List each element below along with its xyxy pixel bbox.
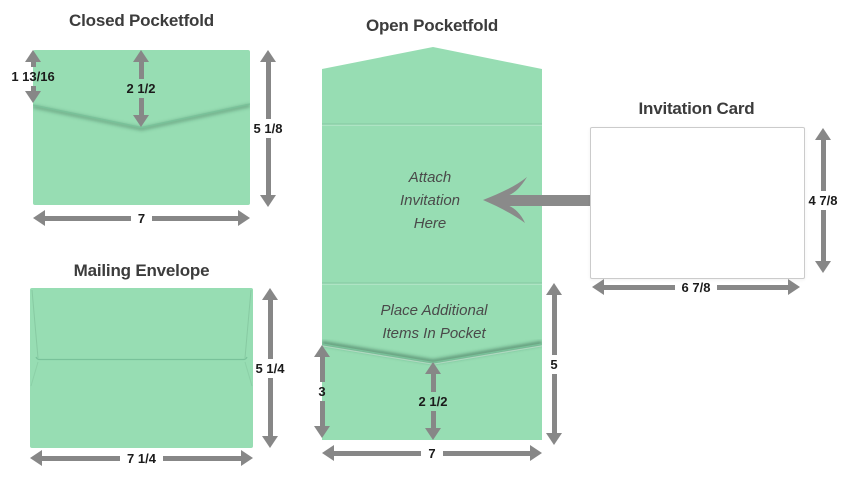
arrowhead-left-icon xyxy=(33,210,45,226)
arrowhead-down-icon xyxy=(546,433,562,445)
envelope-side-crease-right xyxy=(244,361,253,387)
dimension-label: 3 xyxy=(318,384,326,399)
arrowhead-up-icon xyxy=(314,345,330,357)
envelope-paper xyxy=(30,288,253,448)
arrowhead-up-icon xyxy=(133,50,149,62)
arrowhead-down-icon xyxy=(25,91,41,103)
closed-pocketfold-title: Closed Pocketfold xyxy=(69,11,214,30)
pocket-items-note: Place Additional Items In Pocket xyxy=(380,302,488,342)
dimension-label: 7 1/4 xyxy=(127,450,156,466)
dimension-arrow-closed-height: 5 1/8 xyxy=(254,50,282,207)
dimension-arrow-pocket-left-height: 3 xyxy=(311,345,333,438)
dimension-arrow-pocket-center-height: 2 1/2 xyxy=(419,362,447,440)
arrowhead-down-icon xyxy=(314,426,330,438)
arrowhead-down-icon xyxy=(425,428,441,440)
open-pocketfold-title: Open Pocketfold xyxy=(365,16,499,35)
dimension-arrow-card-width: 6 7/8 xyxy=(592,278,801,296)
mailing-envelope-title: Mailing Envelope xyxy=(73,261,210,280)
arrowhead-left-icon xyxy=(592,279,604,295)
closed-flap-shadow xyxy=(33,103,250,131)
open-pocketfold-shape xyxy=(322,47,542,440)
dimension-arrow-closed-flap-depth: 2 1/2 xyxy=(127,50,155,127)
arrowhead-right-icon xyxy=(241,450,254,466)
arrowhead-down-icon xyxy=(815,261,831,273)
envelope-flap-crease-right xyxy=(244,289,252,359)
dimension-label: 5 xyxy=(550,356,558,372)
arrowhead-up-icon xyxy=(260,50,276,62)
dimension-label: 7 xyxy=(137,210,146,226)
dimension-label: 2 1/2 xyxy=(418,393,448,409)
dimension-label: 5 1/4 xyxy=(255,360,285,376)
arrowhead-down-icon xyxy=(260,195,276,207)
attach-invitation-note: Attach Invitation Here xyxy=(399,169,461,232)
dimension-arrow-card-height: 4 7/8 xyxy=(809,128,837,273)
dimension-label: 7 xyxy=(428,445,436,461)
invitation-card-shape xyxy=(590,127,805,279)
arrowhead-down-icon xyxy=(133,115,149,127)
arrowhead-down-icon xyxy=(262,436,278,448)
dimension-label: 1 13/16 xyxy=(11,69,55,84)
envelope-fold-line xyxy=(35,356,248,361)
invitation-card-title: Invitation Card xyxy=(638,99,755,118)
attach-arrow-icon xyxy=(483,177,592,223)
arrowhead-right-icon xyxy=(788,279,801,295)
dimension-label: 2 1/2 xyxy=(126,81,156,96)
pocket-flap-shadow xyxy=(322,340,542,364)
arrowhead-right-icon xyxy=(530,445,543,461)
dimension-arrow-panel-height: 5 xyxy=(543,283,565,445)
arrowhead-left-icon xyxy=(322,445,334,461)
dimension-arrow-open-width: 7 xyxy=(322,444,543,462)
open-pocketfold-paper xyxy=(322,47,542,440)
arrowhead-up-icon xyxy=(815,128,831,140)
envelope-side-crease-left xyxy=(30,361,39,387)
dimension-arrow-envelope-width: 7 1/4 xyxy=(30,449,254,467)
closed-pocketfold-shape xyxy=(33,50,250,205)
dimension-label: 4 7/8 xyxy=(808,193,838,208)
mailing-envelope-shape xyxy=(30,288,253,448)
arrowhead-up-icon xyxy=(262,288,278,300)
dimension-arrow-envelope-height: 5 1/4 xyxy=(256,288,284,448)
dimension-arrow-closed-width: 7 xyxy=(33,209,251,227)
arrowhead-up-icon xyxy=(25,50,41,62)
closed-flap-fold-line xyxy=(33,103,250,129)
arrowhead-up-icon xyxy=(425,362,441,374)
envelope-flap-crease-left xyxy=(31,289,39,359)
dimension-label: 5 1/8 xyxy=(253,121,283,136)
arrowhead-left-icon xyxy=(30,450,42,466)
arrowhead-up-icon xyxy=(546,283,562,295)
dimension-arrow-closed-flap-height: 1 13/16 xyxy=(11,50,55,103)
dimension-label: 6 7/8 xyxy=(681,279,711,295)
arrowhead-right-icon xyxy=(238,210,251,226)
